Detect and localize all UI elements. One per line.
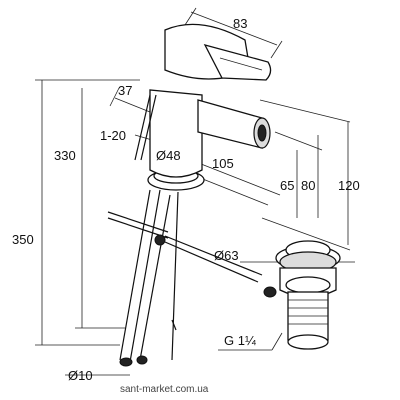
pop-up-waste [263,240,341,350]
dim-top-height: 120 [338,178,360,193]
dim-spout-reach: 105 [212,156,234,171]
dimension-labels: 83 37 1-20 330 Ø48 105 65 80 120 350 Ø63… [12,16,360,383]
supply-hoses [119,189,179,367]
dim-height-350: 350 [12,232,34,247]
dim-spout-height: 65 [280,178,294,193]
dim-waste-thread: G 1¼ [224,333,256,348]
dim-handle-offset: 37 [118,83,132,98]
dim-height-330: 330 [54,148,76,163]
dim-tilt-angle: 1-20 [100,128,126,143]
faucet-body [134,23,272,191]
dim-handle-length: 83 [233,16,247,31]
dim-waste-diameter: Ø63 [214,248,239,263]
drain-rod [107,211,263,331]
dim-body-diameter: Ø48 [156,148,181,163]
watermark: sant-market.com.ua [120,384,209,395]
dim-aerator-height: 80 [301,178,315,193]
dim-hose-diameter: Ø10 [68,368,93,383]
